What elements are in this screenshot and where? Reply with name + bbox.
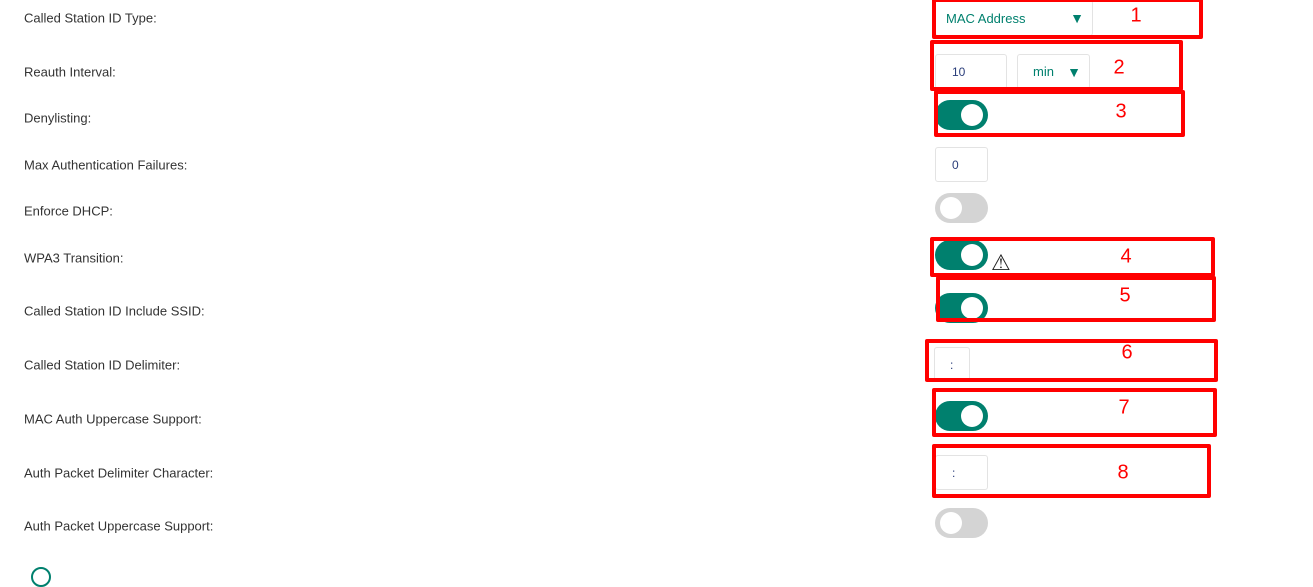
radio-icon[interactable]	[31, 567, 51, 587]
warning-icon[interactable]: ⚠	[991, 250, 1011, 275]
denylisting-label: Denylisting:	[24, 110, 92, 126]
annotation-number-1: 1	[1130, 4, 1142, 27]
select-value: min	[1033, 64, 1054, 79]
annotation-box-7	[932, 388, 1217, 437]
auth-packet-uppercase-toggle[interactable]	[935, 508, 988, 538]
annotation-number-3: 3	[1115, 100, 1127, 123]
caret-down-icon: ▼	[1067, 63, 1081, 80]
auth-packet-delimiter-label: Auth Packet Delimiter Character:	[24, 465, 214, 481]
denylisting-toggle[interactable]	[935, 100, 988, 130]
annotation-number-2: 2	[1113, 56, 1125, 79]
annotation-box-4	[930, 237, 1215, 277]
enforce-dhcp-toggle[interactable]	[935, 193, 988, 223]
select-value: MAC Address	[946, 10, 1026, 26]
annotation-number-8: 8	[1117, 461, 1129, 484]
called-station-id-delimiter-label: Called Station ID Delimiter:	[24, 357, 181, 373]
wpa3-transition-label: WPA3 Transition:	[24, 250, 124, 266]
max-auth-failures-label: Max Authentication Failures:	[24, 157, 188, 173]
mac-auth-uppercase-toggle[interactable]	[935, 401, 988, 431]
reauth-interval-label: Reauth Interval:	[24, 64, 116, 80]
annotation-box-5	[936, 276, 1216, 322]
annotation-number-7: 7	[1118, 396, 1130, 419]
wpa3-transition-toggle[interactable]	[935, 240, 988, 270]
auth-packet-uppercase-label: Auth Packet Uppercase Support:	[24, 518, 214, 534]
annotation-box-8	[932, 444, 1211, 498]
caret-down-icon: ▼	[1070, 10, 1084, 26]
annotation-box-3	[934, 90, 1185, 137]
mac-auth-uppercase-label: MAC Auth Uppercase Support:	[24, 411, 202, 427]
annotation-box-2	[930, 40, 1183, 91]
annotation-number-5: 5	[1119, 284, 1131, 307]
annotation-number-4: 4	[1120, 245, 1132, 268]
called-station-id-type-label: Called Station ID Type:	[24, 10, 157, 26]
max-auth-failures-input[interactable]: 0	[935, 147, 988, 182]
annotation-number-6: 6	[1121, 341, 1133, 364]
annotation-box-6	[925, 339, 1218, 382]
annotation-box-1	[932, 0, 1203, 39]
called-station-id-include-ssid-label: Called Station ID Include SSID:	[24, 303, 205, 319]
enforce-dhcp-label: Enforce DHCP:	[24, 203, 113, 219]
